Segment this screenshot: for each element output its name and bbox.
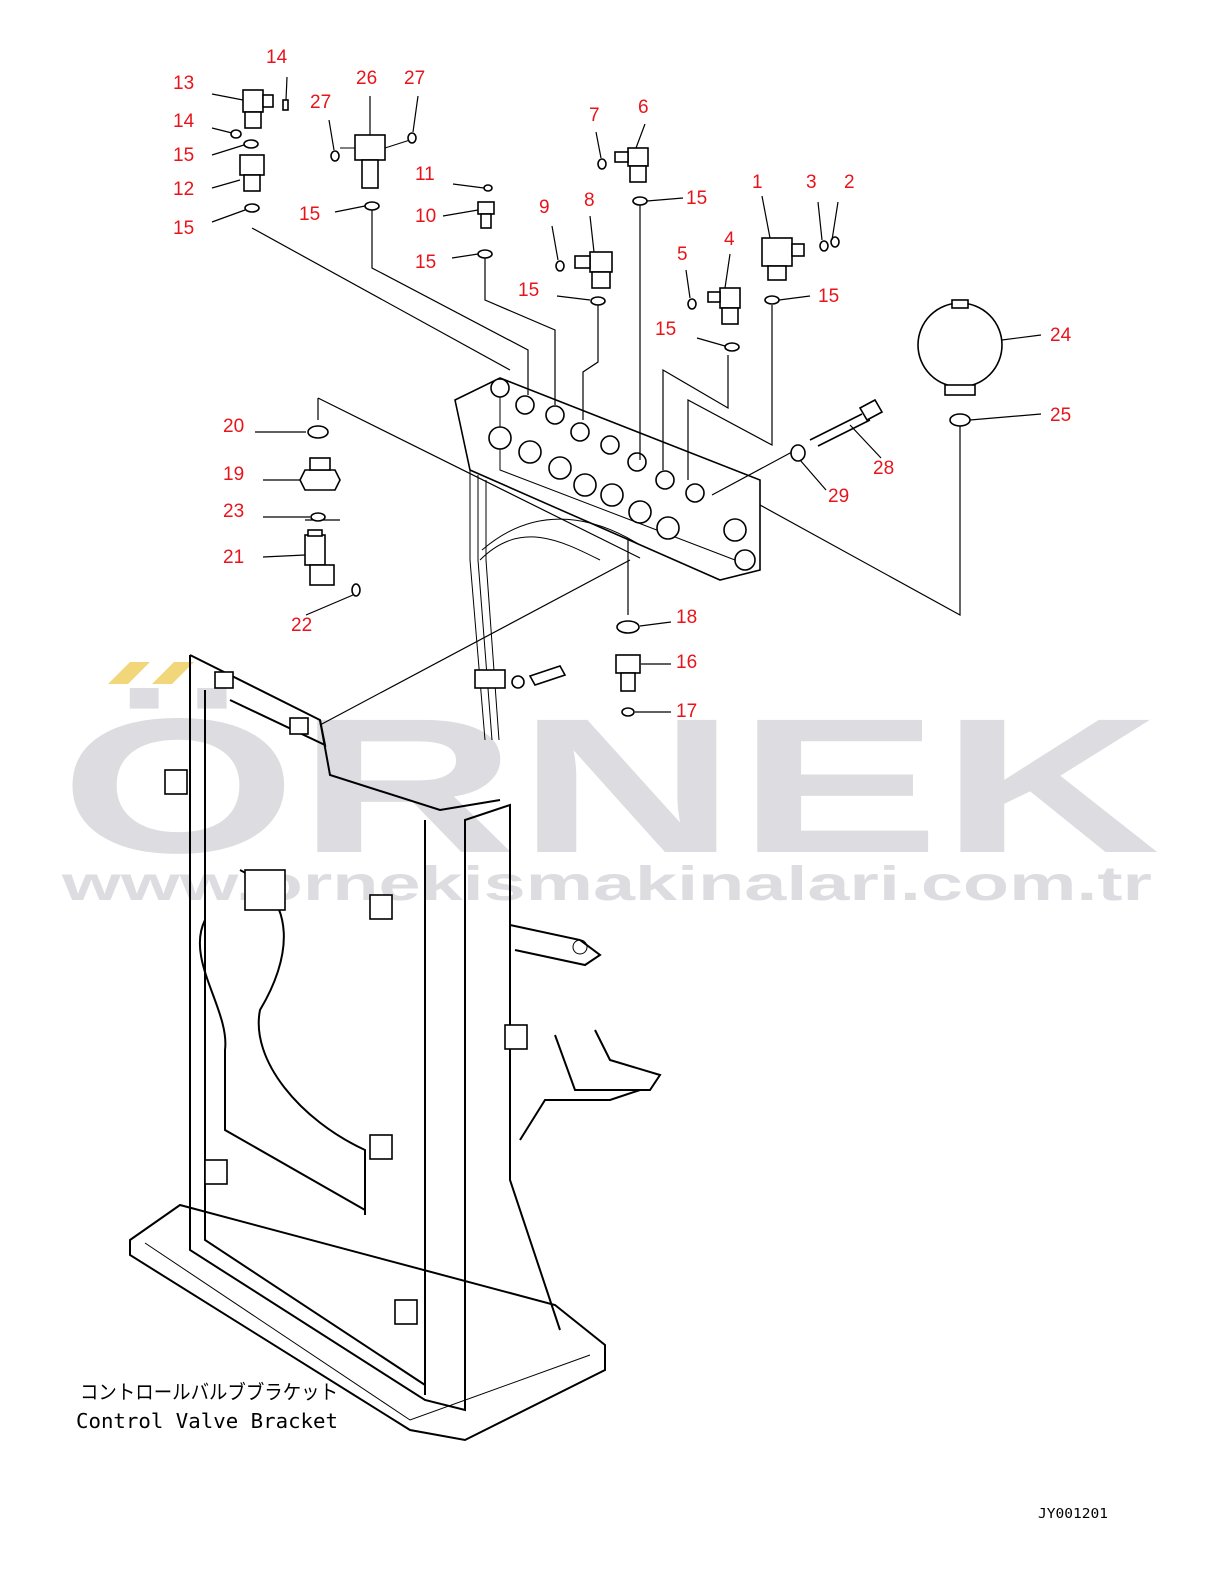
- part-20-oring: [307, 425, 329, 439]
- part-22-ring: [351, 583, 361, 597]
- part-15-oring-b: [244, 203, 260, 213]
- callout-14-top: 14: [266, 47, 288, 68]
- callout-27-left: 27: [310, 92, 331, 113]
- callout-12: 12: [173, 179, 194, 200]
- part-14-plug: [282, 99, 289, 111]
- part-27-ring-right: [407, 132, 417, 144]
- callout-15-g: 15: [818, 286, 839, 307]
- parts: [230, 89, 1003, 717]
- callout-5: 5: [677, 244, 688, 265]
- part-19-plug: [299, 457, 341, 491]
- part-3-ring: [819, 240, 829, 252]
- part-12-adapter: [239, 154, 265, 192]
- callout-2: 2: [844, 172, 855, 193]
- part-15-oring-c: [364, 201, 380, 211]
- callout-3: 3: [806, 172, 817, 193]
- control-valve-bracket: [129, 654, 662, 1442]
- leader-lines: [251, 205, 961, 726]
- callout-10: 10: [415, 206, 436, 227]
- part-16-fitting: [615, 654, 641, 692]
- callout-15-f: 15: [686, 188, 707, 209]
- callout-24: 24: [1050, 325, 1072, 346]
- callout-numbers: 1 2 3 4 5 6 7 8 9 10 11 12 13 14 14 15 1…: [173, 47, 1072, 722]
- part-2-ring: [830, 236, 840, 248]
- caption-english: Control Valve Bracket: [76, 1409, 338, 1433]
- callout-15-e: 15: [518, 280, 539, 301]
- part-24-accumulator: [917, 299, 1003, 396]
- watermark: ÖRNEK www.ornekismakinalari.com.tr: [60, 662, 1160, 911]
- callout-15-c: 15: [299, 204, 320, 225]
- part-5-ring: [687, 298, 697, 310]
- callout-6: 6: [638, 97, 649, 118]
- callout-27-right: 27: [404, 68, 425, 89]
- control-valve-block: [454, 377, 761, 741]
- caption: コントロールバルブブラケット Control Valve Bracket: [76, 1380, 338, 1433]
- part-10-fitting: [477, 201, 495, 229]
- callout-15-a: 15: [173, 145, 194, 166]
- callout-18: 18: [676, 607, 697, 628]
- callout-15-b: 15: [173, 218, 194, 239]
- drawing-code: JY001201: [1038, 1507, 1108, 1522]
- part-15-oring-a: [243, 139, 259, 149]
- callout-1: 1: [752, 172, 763, 193]
- callout-11: 11: [415, 164, 435, 185]
- callout-4: 4: [724, 229, 735, 250]
- part-7-ring: [597, 158, 607, 170]
- callout-25: 25: [1050, 405, 1071, 426]
- part-15-oring-d: [477, 249, 493, 259]
- part-4-elbow: [707, 287, 741, 325]
- part-18-oring: [616, 620, 640, 634]
- part-23-oring: [310, 512, 326, 522]
- callout-leaders: [211, 76, 1042, 713]
- part-25-oring: [949, 413, 971, 427]
- callout-22: 22: [291, 615, 312, 636]
- callout-28: 28: [873, 458, 894, 479]
- callout-8: 8: [584, 190, 595, 211]
- callout-14: 14: [173, 111, 195, 132]
- callout-17: 17: [676, 701, 697, 722]
- part-9-ring: [555, 260, 565, 272]
- callout-19: 19: [223, 464, 244, 485]
- part-8-elbow: [574, 251, 613, 289]
- callout-23: 23: [223, 501, 244, 522]
- callout-13: 13: [173, 73, 194, 94]
- callout-9: 9: [539, 197, 550, 218]
- callout-21: 21: [223, 547, 244, 568]
- part-1-pressure-switch: [761, 237, 805, 281]
- part-6-elbow: [614, 147, 649, 183]
- part-26-tee: [340, 134, 411, 189]
- part-15-oring-f: [590, 296, 606, 306]
- part-14-ring: [230, 129, 242, 139]
- watermark-url: www.ornekismakinalari.com.tr: [60, 858, 1152, 911]
- part-17-oring: [621, 707, 635, 717]
- callout-7: 7: [589, 105, 600, 126]
- part-27-ring-left: [330, 150, 340, 162]
- part-15-oring-e: [632, 196, 648, 206]
- callout-26: 26: [356, 68, 377, 89]
- watermark-brand: ÖRNEK: [60, 678, 1160, 893]
- callout-29: 29: [828, 486, 849, 507]
- watermark-accent-left: [108, 662, 150, 684]
- part-13-elbow: [242, 89, 274, 129]
- part-28-bolt: [809, 398, 884, 447]
- caption-japanese: コントロールバルブブラケット: [80, 1380, 338, 1404]
- part-11-ring: [483, 184, 493, 192]
- callout-15-d: 15: [415, 252, 436, 273]
- part-15-oring-h: [764, 295, 780, 305]
- part-15-oring-g: [724, 342, 740, 352]
- part-29-washer: [790, 444, 806, 462]
- callout-16: 16: [676, 652, 697, 673]
- watermark-accent-right: [152, 662, 194, 684]
- callout-20: 20: [223, 416, 244, 437]
- callout-15-h: 15: [655, 319, 676, 340]
- part-21-elbow: [304, 529, 335, 586]
